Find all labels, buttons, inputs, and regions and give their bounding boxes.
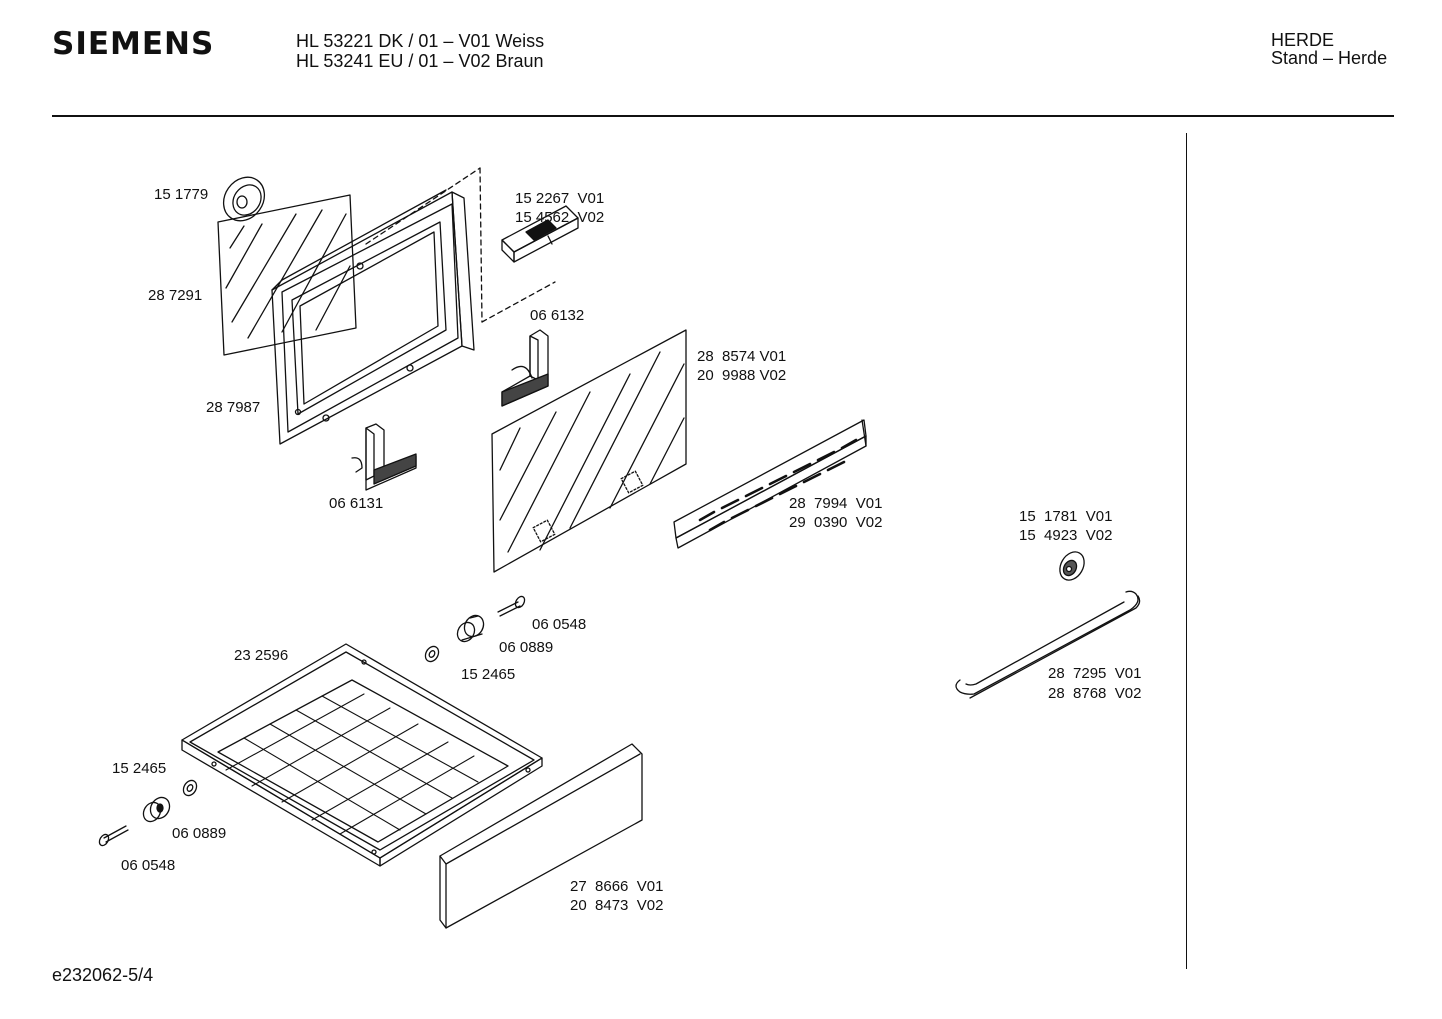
part-label-060889-upper: 06 0889 xyxy=(499,639,554,656)
part-label-287987: 28 7987 xyxy=(206,399,261,416)
part-label-151781: 15 1781 V01 xyxy=(1019,508,1113,525)
inner-glass-28-7291 xyxy=(218,195,356,355)
part-label-287291: 28 7291 xyxy=(148,287,203,304)
part-label-060889-lower: 06 0889 xyxy=(172,825,227,842)
screw-06-0548-upper xyxy=(498,595,526,616)
part-label-208473: 20 8473 V02 xyxy=(570,897,664,914)
part-label-060548-lower: 06 0548 xyxy=(121,857,176,874)
siemens-logo: SIEMENS xyxy=(52,26,215,62)
column-divider xyxy=(1186,133,1187,969)
roller-06-0889-upper xyxy=(454,612,487,645)
latch-15-2267 xyxy=(502,206,578,262)
part-label-154562: 15 4562 V02 xyxy=(515,209,605,226)
washer-15-2465-lower xyxy=(181,778,199,798)
part-label-209988: 20 9988 V02 xyxy=(697,367,787,384)
category-title: HERDE xyxy=(1271,30,1335,50)
part-label-060548-upper: 06 0548 xyxy=(532,616,587,633)
part-label-288768: 28 8768 V02 xyxy=(1048,685,1142,702)
leader-lines xyxy=(366,168,555,322)
knob-15-1781 xyxy=(1055,548,1089,585)
part-label-232596: 23 2596 xyxy=(234,647,289,664)
part-label-278666: 27 8666 V01 xyxy=(570,878,664,895)
drawer-front-27-8666 xyxy=(440,744,642,928)
outer-glass-28-8574 xyxy=(492,330,686,572)
part-label-152465-upper: 15 2465 xyxy=(461,666,516,683)
part-label-152465-lower: 15 2465 xyxy=(112,760,167,777)
part-label-288574: 28 8574 V01 xyxy=(697,348,787,365)
handle-28-7295 xyxy=(956,591,1140,698)
washer-15-2465-upper xyxy=(423,644,441,664)
vent-strip-28-7994 xyxy=(674,420,866,548)
door-frame-28-7987 xyxy=(272,190,474,444)
tray-23-2596 xyxy=(182,644,542,866)
part-label-066132: 06 6132 xyxy=(530,307,585,324)
header-rule xyxy=(52,115,1394,117)
document-id: e232062-5/4 xyxy=(52,965,154,985)
part-label-154923: 15 4923 V02 xyxy=(1019,527,1113,544)
roller-06-0889-lower xyxy=(140,794,173,825)
part-label-287994: 28 7994 V01 xyxy=(789,495,883,512)
model-line-2: HL 53241 EU / 01 – V02 Braun xyxy=(296,51,544,71)
part-label-151779: 15 1779 xyxy=(154,186,209,203)
hinge-06-6131 xyxy=(352,424,416,490)
part-label-290390: 29 0390 V02 xyxy=(789,514,883,531)
category-subtitle: Stand – Herde xyxy=(1271,48,1388,68)
model-line-1: HL 53221 DK / 01 – V01 Weiss xyxy=(296,31,545,51)
part-label-066131: 06 6131 xyxy=(329,495,384,512)
grommet-15-1779 xyxy=(215,169,273,228)
screw-06-0548-lower xyxy=(98,826,128,847)
part-label-152267: 15 2267 V01 xyxy=(515,190,605,207)
hinge-06-6132 xyxy=(502,330,548,406)
part-label-287295: 28 7295 V01 xyxy=(1048,665,1142,682)
